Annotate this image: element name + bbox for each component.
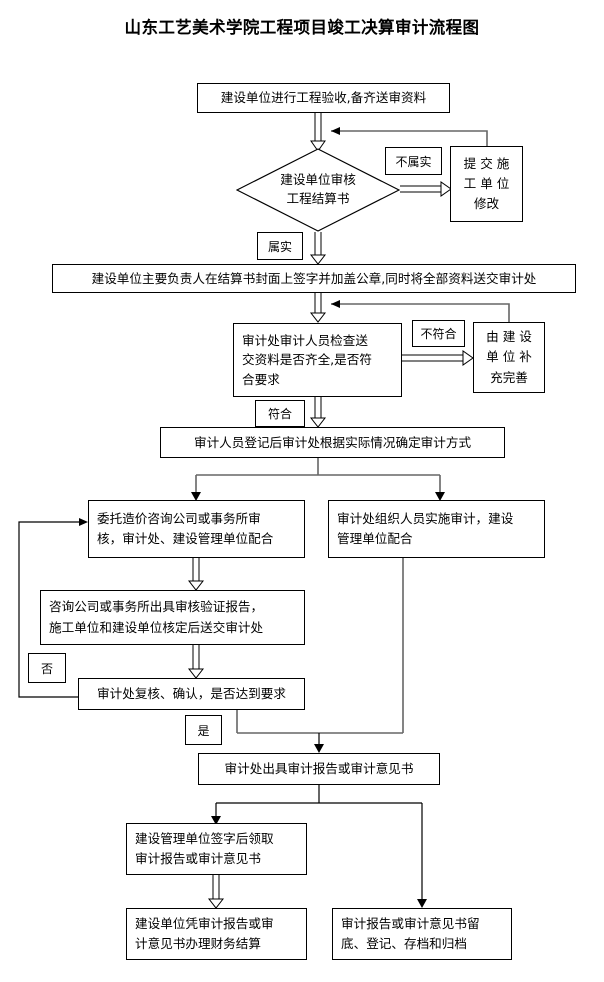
node-decision-review-settlement[interactable]: 建设单位审核 工程结算书 [236,148,400,232]
decision-line-2: 工程结算书 [286,191,350,206]
edge-consult-to-review [187,645,205,679]
node-issue-audit-report[interactable]: 审计处出具审计报告或审计意见书 [198,753,440,785]
decision-line-1: 建设单位审核 [280,172,356,188]
node-consulting-report-label: 咨询公司或事务所出具审核验证报告， 施工单位和建设单位核定后送交审计处 [49,597,300,637]
node-issue-audit-report-label: 审计处出具审计报告或审计意见书 [224,761,414,777]
edge-supplement-loop-back [331,300,510,322]
label-true-text: 属实 [267,239,292,254]
revise-line-2: 工 单 位 [463,175,510,191]
branchleft-line-1: 委托造价咨询公司或事务所审 [97,510,261,526]
auditcheck-line-3: 合要求 [242,371,280,387]
label-yes-text: 是 [197,723,210,738]
diamond-shape [236,148,400,232]
label-not-conform-text: 不符合 [420,327,457,341]
consult-line-1: 咨询公司或事务所出具审核验证报告， [49,599,264,615]
revise-line-1: 提 交 施 [463,155,510,171]
revise-line-3: 修改 [473,196,500,212]
label-yes: 是 [185,715,222,745]
mgmt-line-1: 建设管理单位签字后领取 [135,830,274,846]
node-branch-internal-audit[interactable]: 审计处组织人员实施审计，建设 管理单位配合 [328,500,545,558]
node-branch-outsource-review-label: 委托造价咨询公司或事务所审 核，审计处、建设管理单位配合 [97,509,300,549]
label-no-text: 否 [40,661,53,676]
node-archive-records-label: 审计报告或审计意见书留 底、登记、存档和归档 [341,914,507,954]
auditcheck-line-2: 交资料是否齐全,是否符 [242,352,372,368]
branchright-line-1: 审计处组织人员实施审计，建设 [337,510,514,526]
edge-auditcheck-to-register [309,397,327,428]
node-decision-text: 建设单位审核 工程结算书 [280,171,356,209]
auditcheck-line-1: 审计处审计人员检查送 [242,332,368,348]
page-title: 山东工艺美术学院工程项目竣工决算审计流程图 [124,18,480,37]
node-audit-material-check-label: 审计处审计人员检查送 交资料是否齐全,是否符 合要求 [242,331,397,390]
node-audit-material-check[interactable]: 审计处审计人员检查送 交资料是否齐全,是否符 合要求 [233,323,402,397]
edge-start-to-decision [310,113,326,152]
node-submit-contractor-revise-label: 提 交 施 工 单 位 修改 [455,154,518,214]
edge-auditcheck-to-supplement [402,350,474,366]
node-review-confirm-requirements-label: 审计处复核、确认，是否达到要求 [97,686,286,702]
archive-line-1: 审计报告或审计意见书留 [341,915,480,931]
node-review-confirm-requirements[interactable]: 审计处复核、确认，是否达到要求 [78,678,305,710]
label-not-true-text: 不属实 [395,154,432,169]
node-branch-internal-audit-label: 审计处组织人员实施审计，建设 管理单位配合 [337,509,540,549]
supplement-line-2: 单 位 补 [486,349,532,365]
node-mgmt-sign-receive-label: 建设管理单位签字后领取 审计报告或审计意见书 [135,829,302,869]
edge-branchleft-to-consult [187,558,205,591]
edge-decision-to-revise [400,181,452,197]
node-register-determine-method-label: 审计人员登记后审计处根据实际情况确定审计方式 [193,434,472,450]
node-start[interactable]: 建设单位进行工程验收,备齐送审资料 [197,83,450,113]
edge-register-split [191,458,445,501]
mgmt-line-2: 审计报告或审计意见书 [135,851,261,866]
supplement-line-3: 充完善 [490,369,528,385]
archive-line-2: 底、登记、存档和归档 [341,936,467,951]
node-finance-settlement-label: 建设单位凭审计报告或审 计意见书办理财务结算 [135,914,302,954]
node-consulting-report[interactable]: 咨询公司或事务所出具审核验证报告， 施工单位和建设单位核定后送交审计处 [40,590,305,645]
node-sign-and-seal-label: 建设单位主要负责人在结算书封面上签字并加盖公章,同时将全部资料送交审计处 [91,270,537,286]
supplement-line-1: 由 建 设 [486,329,532,345]
edge-review-yes-merge [236,710,403,753]
branchright-line-2: 管理单位配合 [337,531,413,546]
node-finance-settlement[interactable]: 建设单位凭审计报告或审 计意见书办理财务结算 [126,908,307,960]
label-conform: 符合 [255,400,305,427]
node-submit-contractor-revise[interactable]: 提 交 施 工 单 位 修改 [450,146,523,222]
label-conform-text: 符合 [267,407,292,421]
edge-mgmt-to-finance [207,875,225,909]
node-owner-supplement-label: 由 建 设 单 位 补 充完善 [478,327,540,387]
edge-decision-to-signseal [309,232,327,265]
finance-line-2: 计意见书办理财务结算 [135,936,261,951]
node-mgmt-sign-receive[interactable]: 建设管理单位签字后领取 审计报告或审计意见书 [126,823,307,875]
label-not-conform: 不符合 [412,320,465,347]
edge-signseal-to-auditcheck [309,292,327,323]
branchleft-line-2: 核，审计处、建设管理单位配合 [97,531,274,546]
edge-revise-loop-back [331,127,488,146]
node-archive-records[interactable]: 审计报告或审计意见书留 底、登记、存档和归档 [332,908,512,960]
node-owner-supplement[interactable]: 由 建 设 单 位 补 充完善 [473,322,545,393]
finance-line-1: 建设单位凭审计报告或审 [135,915,274,931]
node-start-label: 建设单位进行工程验收,备齐送审资料 [220,90,427,106]
node-register-determine-method[interactable]: 审计人员登记后审计处根据实际情况确定审计方式 [160,427,505,458]
node-branch-outsource-review[interactable]: 委托造价咨询公司或事务所审 核，审计处、建设管理单位配合 [88,500,305,558]
label-true: 属实 [257,232,303,260]
label-no: 否 [28,653,66,683]
node-sign-and-seal[interactable]: 建设单位主要负责人在结算书封面上签字并加盖公章,同时将全部资料送交审计处 [52,264,576,293]
label-not-true: 不属实 [385,147,442,175]
consult-line-2: 施工单位和建设单位核定后送交审计处 [49,619,264,635]
